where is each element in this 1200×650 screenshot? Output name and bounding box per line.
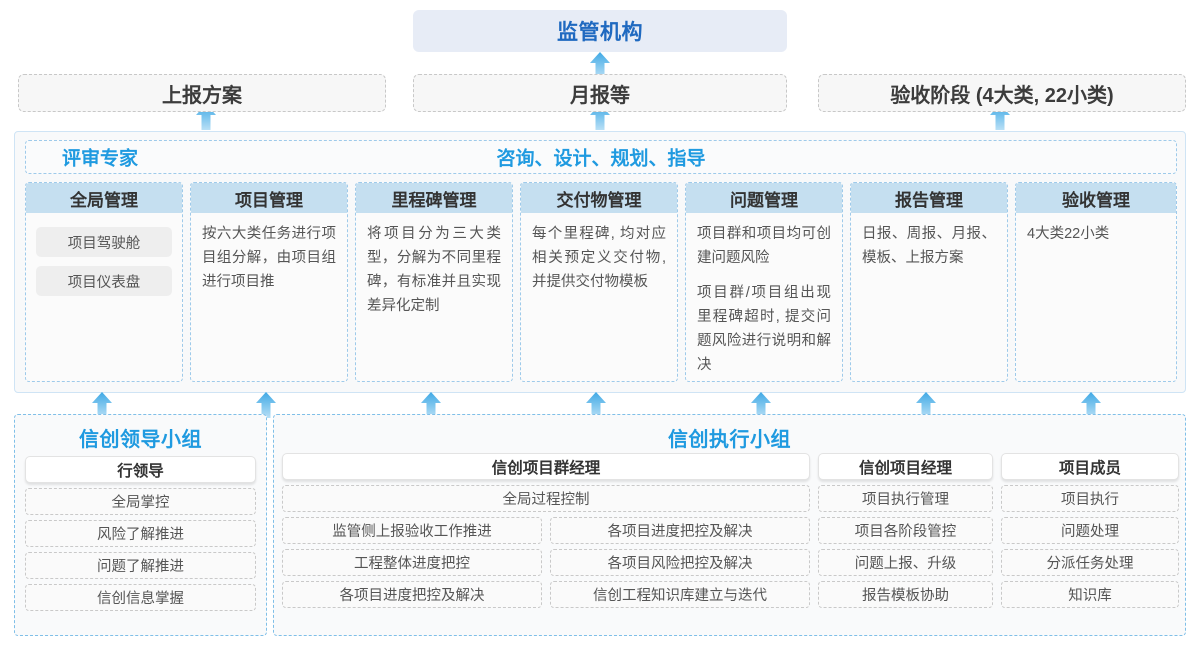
column-paragraph: 每个里程碑, 均对应相关预定义交付物, 并提供交付物模板 bbox=[532, 226, 666, 290]
program-manager-left-column: 监管侧上报验收工作推进 工程整体进度把控 各项目进度把控及解决 bbox=[282, 512, 542, 608]
column-paragraph: 按六大类任务进行项目组分解，由项目组进行项目推 bbox=[202, 226, 336, 290]
project-manager-item[interactable]: 问题上报、升级 bbox=[818, 549, 993, 576]
arrow-up-col-1 bbox=[91, 392, 113, 418]
arrow-up-col-6 bbox=[915, 392, 937, 418]
arrow-up-col-4 bbox=[585, 392, 607, 418]
program-manager-item[interactable]: 信创工程知识库建立与迭代 bbox=[550, 581, 810, 608]
deliverable-box-monthly-report: 月报等 bbox=[413, 74, 787, 112]
deliverable-box-acceptance-stage: 验收阶段 (4大类, 22小类) bbox=[818, 74, 1186, 112]
column-title: 验收管理 bbox=[1016, 183, 1176, 213]
leading-group-item[interactable]: 风险了解推进 bbox=[25, 520, 256, 547]
program-manager-item-global[interactable]: 全局过程控制 bbox=[282, 485, 810, 512]
arrow-up-col-7 bbox=[1080, 392, 1102, 418]
column-title: 交付物管理 bbox=[521, 183, 677, 213]
regulator-label: 监管机构 bbox=[557, 21, 643, 44]
column-body: 日报、周报、月报、模板、上报方案 bbox=[851, 213, 1007, 281]
leading-group-role[interactable]: 行领导 bbox=[25, 456, 256, 483]
column-title: 全局管理 bbox=[26, 183, 182, 213]
management-panel-header: 评审专家 咨询、设计、规划、指导 bbox=[25, 140, 1177, 174]
program-manager-item[interactable]: 工程整体进度把控 bbox=[282, 549, 542, 576]
pill-item[interactable]: 项目驾驶舱 bbox=[36, 227, 172, 257]
leading-group-item[interactable]: 信创信息掌握 bbox=[25, 584, 256, 611]
column-paragraph: 将项目分为三大类型，分解为不同里程碑，有标准并且实现差异化定制 bbox=[367, 226, 501, 314]
management-column-project[interactable]: 项目管理 按六大类任务进行项目组分解，由项目组进行项目推 bbox=[190, 182, 348, 382]
column-paragraph: 日报、周报、月报、模板、上报方案 bbox=[862, 226, 996, 266]
project-manager-item[interactable]: 项目执行管理 bbox=[818, 485, 993, 512]
column-body: 按六大类任务进行项目组分解，由项目组进行项目推 bbox=[191, 213, 347, 305]
column-title: 报告管理 bbox=[851, 183, 1007, 213]
arrow-up-to-regulator bbox=[589, 52, 611, 78]
column-body: 4大类22小类 bbox=[1016, 213, 1176, 257]
regulator-box: 监管机构 bbox=[413, 10, 787, 52]
management-column-milestone[interactable]: 里程碑管理 将项目分为三大类型，分解为不同里程碑，有标准并且实现差异化定制 bbox=[355, 182, 513, 382]
deliverable-label: 验收阶段 (4大类, 22小类) bbox=[890, 84, 1114, 107]
program-manager-item[interactable]: 监管侧上报验收工作推进 bbox=[282, 517, 542, 544]
column-title: 项目管理 bbox=[191, 183, 347, 213]
arrow-up-col-3 bbox=[420, 392, 442, 418]
program-manager-item[interactable]: 各项目进度把控及解决 bbox=[550, 517, 810, 544]
program-manager-item[interactable]: 各项目进度把控及解决 bbox=[282, 581, 542, 608]
arrow-up-col-2 bbox=[255, 392, 277, 418]
column-paragraph: 项目群和项目均可创建问题风险 bbox=[697, 226, 831, 266]
project-member-role[interactable]: 项目成员 bbox=[1001, 453, 1179, 480]
management-column-global[interactable]: 全局管理 项目驾驶舱 项目仪表盘 bbox=[25, 182, 183, 382]
project-member-item[interactable]: 项目执行 bbox=[1001, 485, 1179, 512]
program-manager-item[interactable]: 各项目风险把控及解决 bbox=[550, 549, 810, 576]
program-manager-block: 信创项目群经理 全局过程控制 监管侧上报验收工作推进 工程整体进度把控 各项目进… bbox=[282, 453, 810, 608]
project-member-item[interactable]: 问题处理 bbox=[1001, 517, 1179, 544]
consulting-label: 咨询、设计、规划、指导 bbox=[496, 148, 706, 170]
column-body: 将项目分为三大类型，分解为不同里程碑，有标准并且实现差异化定制 bbox=[356, 213, 512, 329]
leading-group-body: 行领导 全局掌控 风险了解推进 问题了解推进 信创信息掌握 bbox=[15, 452, 266, 611]
column-paragraph: 4大类22小类 bbox=[1027, 226, 1110, 242]
deliverable-label: 月报等 bbox=[570, 84, 630, 107]
leading-group-panel: 信创领导小组 行领导 全局掌控 风险了解推进 问题了解推进 信创信息掌握 bbox=[14, 414, 267, 636]
project-member-item[interactable]: 知识库 bbox=[1001, 581, 1179, 608]
management-column-deliverable[interactable]: 交付物管理 每个里程碑, 均对应相关预定义交付物, 并提供交付物模板 bbox=[520, 182, 678, 382]
management-column-report[interactable]: 报告管理 日报、周报、月报、模板、上报方案 bbox=[850, 182, 1008, 382]
execution-group-panel: 信创执行小组 信创项目群经理 全局过程控制 监管侧上报验收工作推进 工程整体进度… bbox=[273, 414, 1186, 636]
leading-group-item[interactable]: 全局掌控 bbox=[25, 488, 256, 515]
project-manager-role[interactable]: 信创项目经理 bbox=[818, 453, 993, 480]
column-title: 里程碑管理 bbox=[356, 183, 512, 213]
column-pill-list: 项目驾驶舱 项目仪表盘 bbox=[26, 227, 182, 296]
arrow-up-col-5 bbox=[750, 392, 772, 418]
leading-group-item[interactable]: 问题了解推进 bbox=[25, 552, 256, 579]
deliverable-label: 上报方案 bbox=[162, 84, 242, 107]
program-manager-columns: 监管侧上报验收工作推进 工程整体进度把控 各项目进度把控及解决 各项目进度把控及… bbox=[282, 512, 810, 608]
project-member-block: 项目成员 项目执行 问题处理 分派任务处理 知识库 bbox=[1001, 453, 1179, 608]
project-manager-block: 信创项目经理 项目执行管理 项目各阶段管控 问题上报、升级 报告模板协助 bbox=[818, 453, 993, 608]
project-manager-item[interactable]: 报告模板协助 bbox=[818, 581, 993, 608]
management-column-issue[interactable]: 问题管理 项目群和项目均可创建问题风险 项目群/项目组出现里程碑超时, 提交问题… bbox=[685, 182, 843, 382]
project-manager-item[interactable]: 项目各阶段管控 bbox=[818, 517, 993, 544]
program-manager-role[interactable]: 信创项目群经理 bbox=[282, 453, 810, 480]
pill-item[interactable]: 项目仪表盘 bbox=[36, 266, 172, 296]
column-body: 项目群和项目均可创建问题风险 项目群/项目组出现里程碑超时, 提交问题风险进行说… bbox=[686, 213, 842, 381]
project-member-item[interactable]: 分派任务处理 bbox=[1001, 549, 1179, 576]
column-title: 问题管理 bbox=[686, 183, 842, 213]
deliverable-box-report-plan: 上报方案 bbox=[18, 74, 386, 112]
column-paragraph: 项目群/项目组出现里程碑超时, 提交问题风险进行说明和解决 bbox=[697, 284, 831, 373]
management-panel: 评审专家 咨询、设计、规划、指导 全局管理 项目驾驶舱 项目仪表盘 项目管理 按… bbox=[14, 131, 1186, 393]
program-manager-right-column: 各项目进度把控及解决 各项目风险把控及解决 信创工程知识库建立与迭代 bbox=[550, 512, 810, 608]
leading-group-title: 信创领导小组 bbox=[79, 429, 202, 451]
execution-group-title: 信创执行小组 bbox=[668, 429, 791, 451]
column-body: 每个里程碑, 均对应相关预定义交付物, 并提供交付物模板 bbox=[521, 213, 677, 305]
review-experts-label: 评审专家 bbox=[62, 148, 139, 170]
management-column-acceptance[interactable]: 验收管理 4大类22小类 bbox=[1015, 182, 1177, 382]
